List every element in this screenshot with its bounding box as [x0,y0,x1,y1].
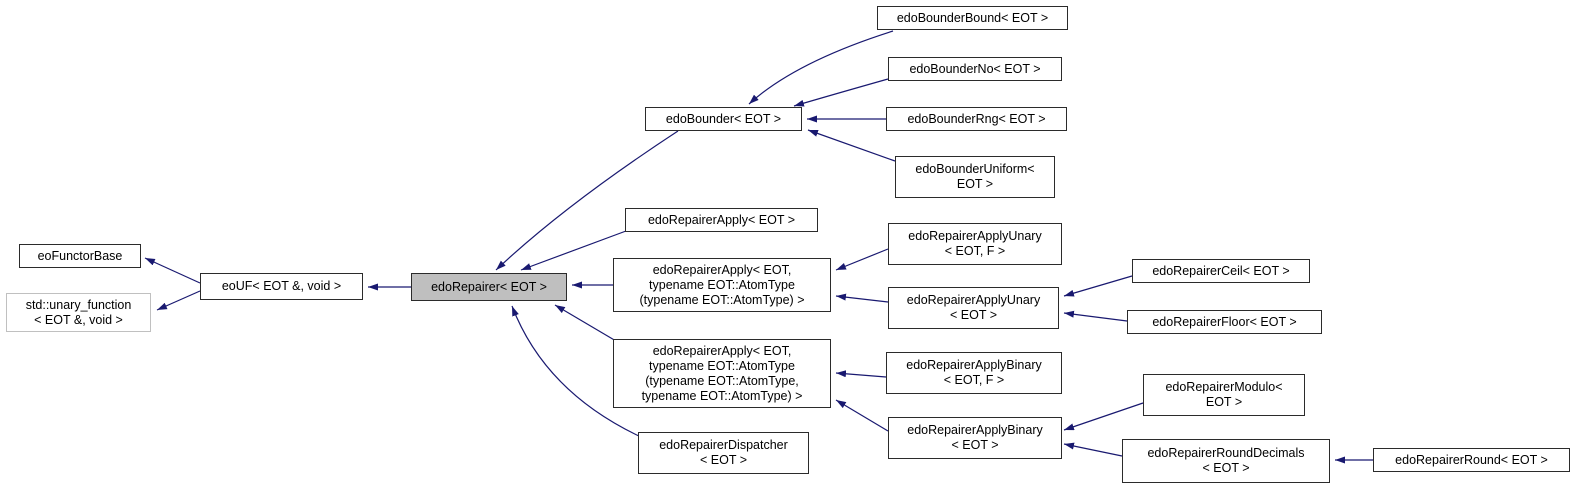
edge-edorepairerceil-to-edorepairerapplyunary [1063,275,1133,297]
node-edorepairerrounddecimals[interactable]: edoRepairerRoundDecimals < EOT > [1122,439,1330,483]
node-edorepairermodulo[interactable]: edoRepairerModulo< EOT > [1143,374,1305,416]
node-eofunctorbase[interactable]: eoFunctorBase [19,244,141,268]
edge-edorepairerrounddecimals-to-edorepairerapplybinary [1063,442,1123,457]
node-edorepairerapply-unary-sig[interactable]: edoRepairerApply< EOT, typename EOT::Ato… [613,258,831,312]
node-edorepairerdispatcher[interactable]: edoRepairerDispatcher < EOT > [638,432,809,474]
node-std-unary-function: std::unary_function < EOT &, void > [6,293,151,332]
edge-eouf-to-eofunctorbase [144,257,201,284]
node-edorepairerapplyunary-f[interactable]: edoRepairerApplyUnary < EOT, F > [888,223,1062,265]
edge-edorepairermodulo-to-edorepairerapplybinary [1063,402,1144,431]
edge-edobounderuniform-to-edobounder [807,129,896,162]
node-edobounderuniform[interactable]: edoBounderUniform< EOT > [895,156,1055,198]
node-edorepairerapplybinary[interactable]: edoRepairerApplyBinary < EOT > [888,417,1062,459]
node-edorepairerceil[interactable]: edoRepairerCeil< EOT > [1132,259,1310,283]
node-edorepairerapplyunary[interactable]: edoRepairerApplyUnary < EOT > [888,287,1059,329]
edge-edorepairerfloor-to-edorepairerapplyunary [1063,310,1128,322]
edge-eouf-to-std-unary-function [156,290,201,311]
edge-edobounderno-to-edobounder [793,78,889,107]
edge-edorepairerapply-to-edorepairer [520,230,627,271]
edge-edorepairerapplybinary-to-edorepairerapply-binary-sig [835,399,889,432]
edge-edobounder-to-edorepairer [495,130,679,271]
edge-edobounderbound-to-edobounder [748,30,894,105]
node-edobounderno[interactable]: edoBounderNo< EOT > [888,57,1062,81]
node-eouf[interactable]: eoUF< EOT &, void > [200,273,363,300]
node-edorepairer: edoRepairer< EOT > [411,273,567,301]
node-edorepairerfloor[interactable]: edoRepairerFloor< EOT > [1127,310,1322,334]
node-edorepairerround[interactable]: edoRepairerRound< EOT > [1373,448,1570,472]
node-edobounder[interactable]: edoBounder< EOT > [645,107,802,131]
edge-edorepairerapply-binary-sig-to-edorepairer [554,304,617,342]
node-edorepairerapplybinary-f[interactable]: edoRepairerApplyBinary < EOT, F > [886,352,1062,394]
edge-edorepairerapplybinary-f-to-edorepairerapply-binary-sig [835,370,887,378]
edge-edorepairerapplyunary-f-to-edorepairerapply-unary-sig [835,248,889,271]
node-edobounderrng[interactable]: edoBounderRng< EOT > [886,107,1067,131]
edge-edorepairerapplyunary-to-edorepairerapply-unary-sig [835,293,889,303]
node-edorepairerapply[interactable]: edoRepairerApply< EOT > [625,208,818,232]
node-edobounderbound[interactable]: edoBounderBound< EOT > [877,6,1068,30]
edge-edorepairerdispatcher-to-edorepairer [511,305,642,438]
node-edorepairerapply-binary-sig[interactable]: edoRepairerApply< EOT, typename EOT::Ato… [613,339,831,408]
